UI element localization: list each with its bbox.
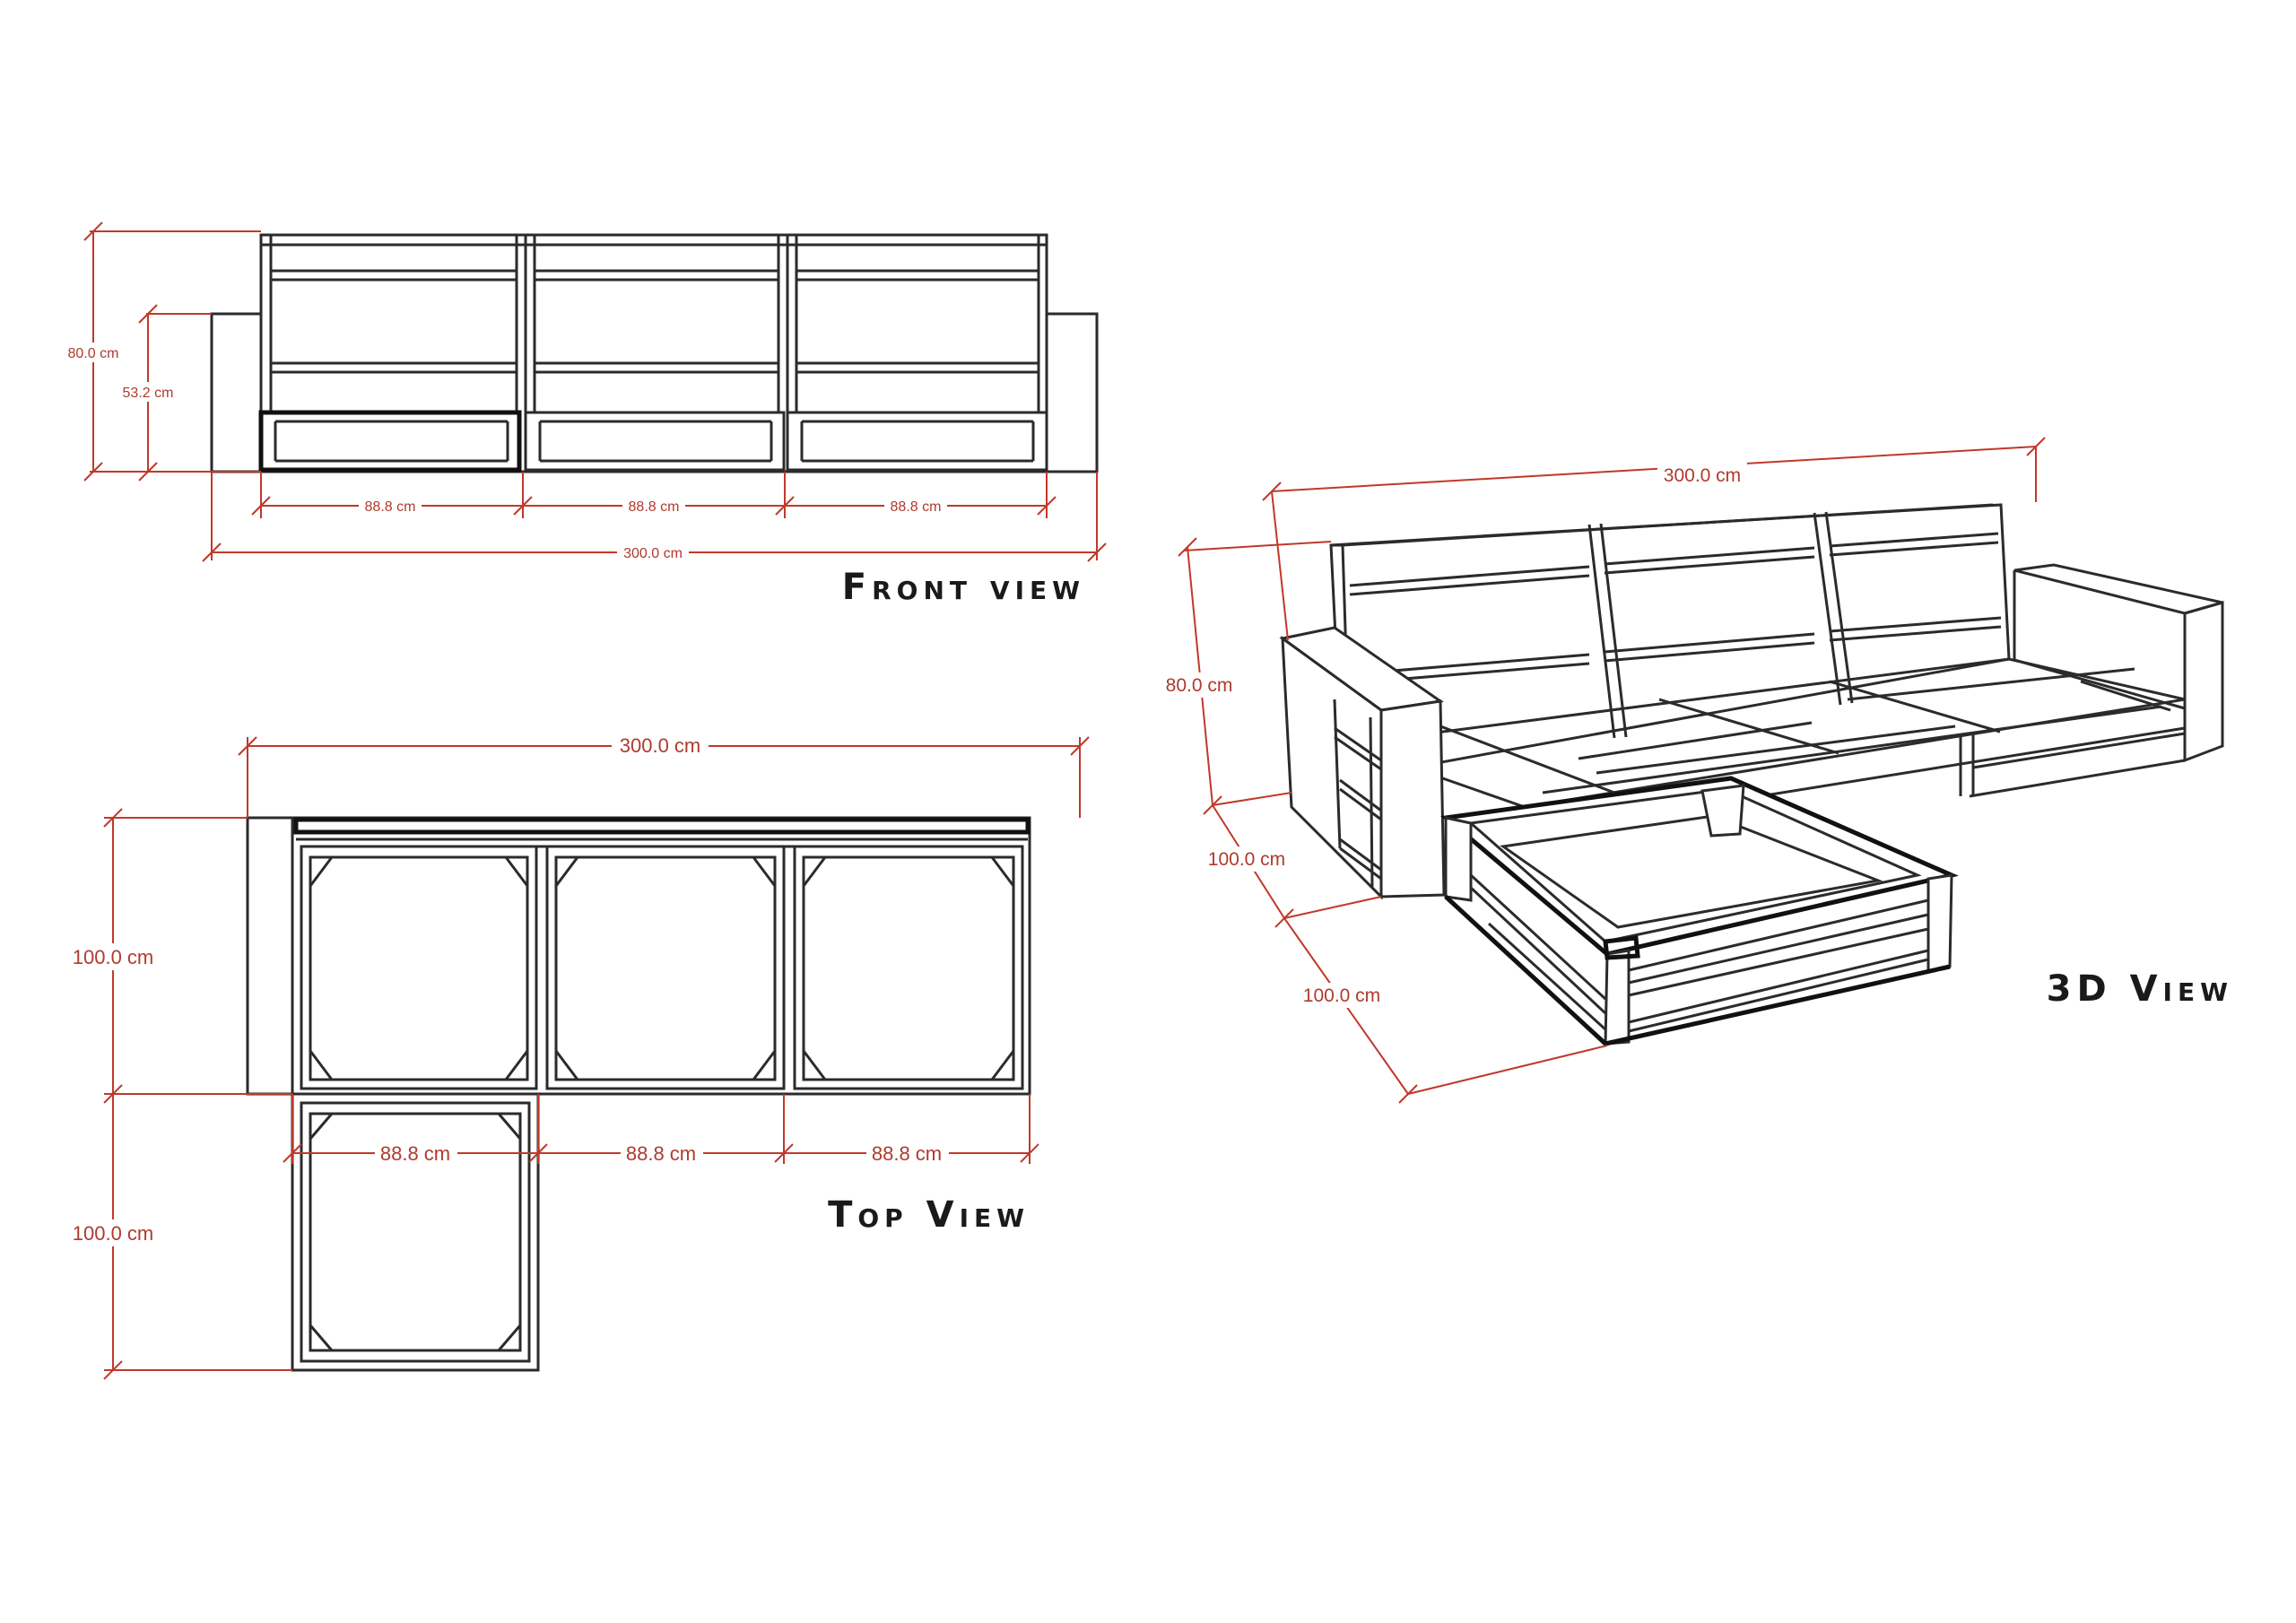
top-backrest-rail xyxy=(293,817,1031,835)
top-dim-module-3: 88.8 cm xyxy=(872,1142,942,1165)
front-dim-overall-width: 300.0 cm xyxy=(623,546,683,561)
front-backrest-posts xyxy=(269,235,1040,412)
iso-view-title: 3D View xyxy=(2047,968,2233,1010)
iso-dim-chaise-depth: 100.0 cm xyxy=(1303,985,1380,1006)
front-dim-module-3: 88.8 cm xyxy=(891,499,942,515)
front-right-armrest xyxy=(1045,312,1099,473)
top-chaise-frame xyxy=(300,1101,531,1363)
top-dim-chaise-depth: 100.0 cm xyxy=(73,1222,154,1245)
top-dim-module-2: 88.8 cm xyxy=(626,1142,696,1165)
front-dim-module-1: 88.8 cm xyxy=(365,499,416,515)
top-dim-overall-width: 300.0 cm xyxy=(620,734,701,757)
front-left-armrest xyxy=(210,312,263,473)
front-dim-seat-height: 53.2 cm xyxy=(123,386,174,401)
iso-dim-overall-width: 300.0 cm xyxy=(1664,465,1741,486)
iso-right-armrest xyxy=(2013,563,2224,763)
front-dim-overall-height: 80.0 cm xyxy=(68,346,119,361)
iso-left-armrest xyxy=(1279,626,1446,900)
top-view-title: Top View xyxy=(828,1194,1030,1236)
top-corner-braces xyxy=(309,856,1015,1081)
top-chaise-braces xyxy=(309,1113,522,1351)
iso-chaise xyxy=(1440,776,1959,1046)
front-view: 80.0 cm 53.2 cm 88.8 cm 88.8 cm 88.8 cm … xyxy=(59,221,1107,608)
front-seat-modules xyxy=(258,410,1048,473)
iso-dim-depth: 100.0 cm xyxy=(1208,849,1285,870)
top-left-armrest xyxy=(246,816,294,1096)
top-module-cells xyxy=(300,845,1024,1090)
front-dim-module-2: 88.8 cm xyxy=(629,499,680,515)
front-backrest-rails xyxy=(271,269,1039,374)
front-view-title: Front view xyxy=(842,567,1085,608)
iso-dimensions: 300.0 cm 80.0 cm 100.0 cm 100.0 cm xyxy=(1157,437,2046,1104)
top-dim-module-1: 88.8 cm xyxy=(380,1142,450,1165)
iso-seat-base xyxy=(1344,657,2186,845)
top-view: 300.0 cm 100.0 cm 100.0 cm 88.8 cm 88.8 … xyxy=(63,733,1090,1380)
top-dimensions: 300.0 cm 100.0 cm 100.0 cm 88.8 cm 88.8 … xyxy=(63,733,1090,1380)
front-backrest-frame xyxy=(259,233,1048,473)
iso-dim-height: 80.0 cm xyxy=(1166,675,1233,696)
front-dimensions: 80.0 cm 53.2 cm 88.8 cm 88.8 cm 88.8 cm … xyxy=(59,221,1107,562)
top-chaise-inner xyxy=(309,1112,522,1352)
top-chaise-outline xyxy=(291,1092,540,1372)
iso-view: 300.0 cm 80.0 cm 100.0 cm 100.0 cm 3D Vi… xyxy=(1157,437,2233,1104)
top-dim-depth: 100.0 cm xyxy=(73,946,154,968)
top-main-outline xyxy=(291,816,1031,1096)
